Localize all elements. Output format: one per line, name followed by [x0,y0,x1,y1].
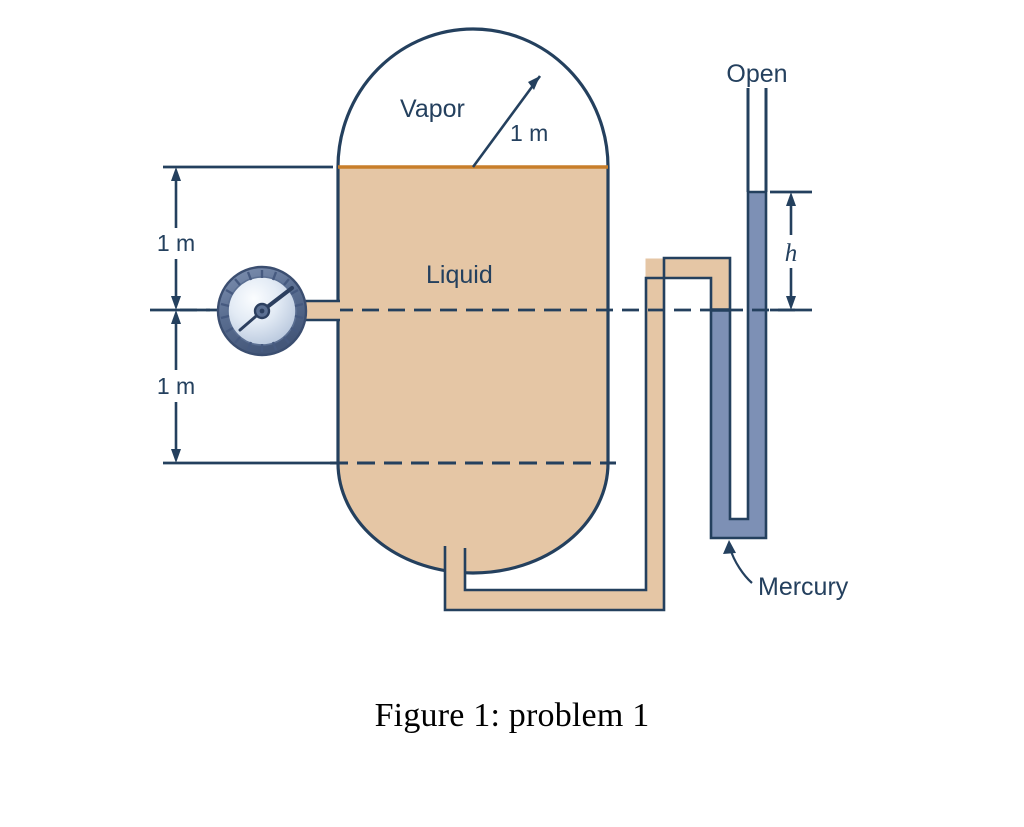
liquid-label: Liquid [426,261,493,289]
figure-caption: Figure 1: problem 1 [374,697,650,734]
open-tube-walls [746,88,768,192]
radius-label: 1 m [510,120,548,146]
gauge-needle [238,286,294,332]
liquid-pipe-outline [443,256,732,612]
mercury-callout-leader [723,540,753,584]
tank-outline [336,27,610,575]
dimension-extension-lines [150,165,333,465]
dimension-lower-label: 1 m [157,373,195,399]
pressure-gauge[interactable] [216,265,340,357]
liquid-connecting-pipe [445,258,730,610]
tank-liquid-fill [338,167,608,573]
mercury-label: Mercury [758,573,849,601]
mercury-tube-outline [709,192,768,540]
h-label: h [785,240,798,267]
gauge-tick-marks [220,270,304,352]
dimension-upper-label: 1 m [157,230,195,256]
dimension-upper-1m: 1 m [157,167,195,310]
radius-dimension-arrow [471,75,542,168]
mercury-fill [710,192,767,538]
vapor-label: Vapor [400,95,465,123]
open-label: Open [726,60,787,88]
dimension-h: h [770,190,812,312]
dimension-lower-1m: 1 m [157,310,195,463]
